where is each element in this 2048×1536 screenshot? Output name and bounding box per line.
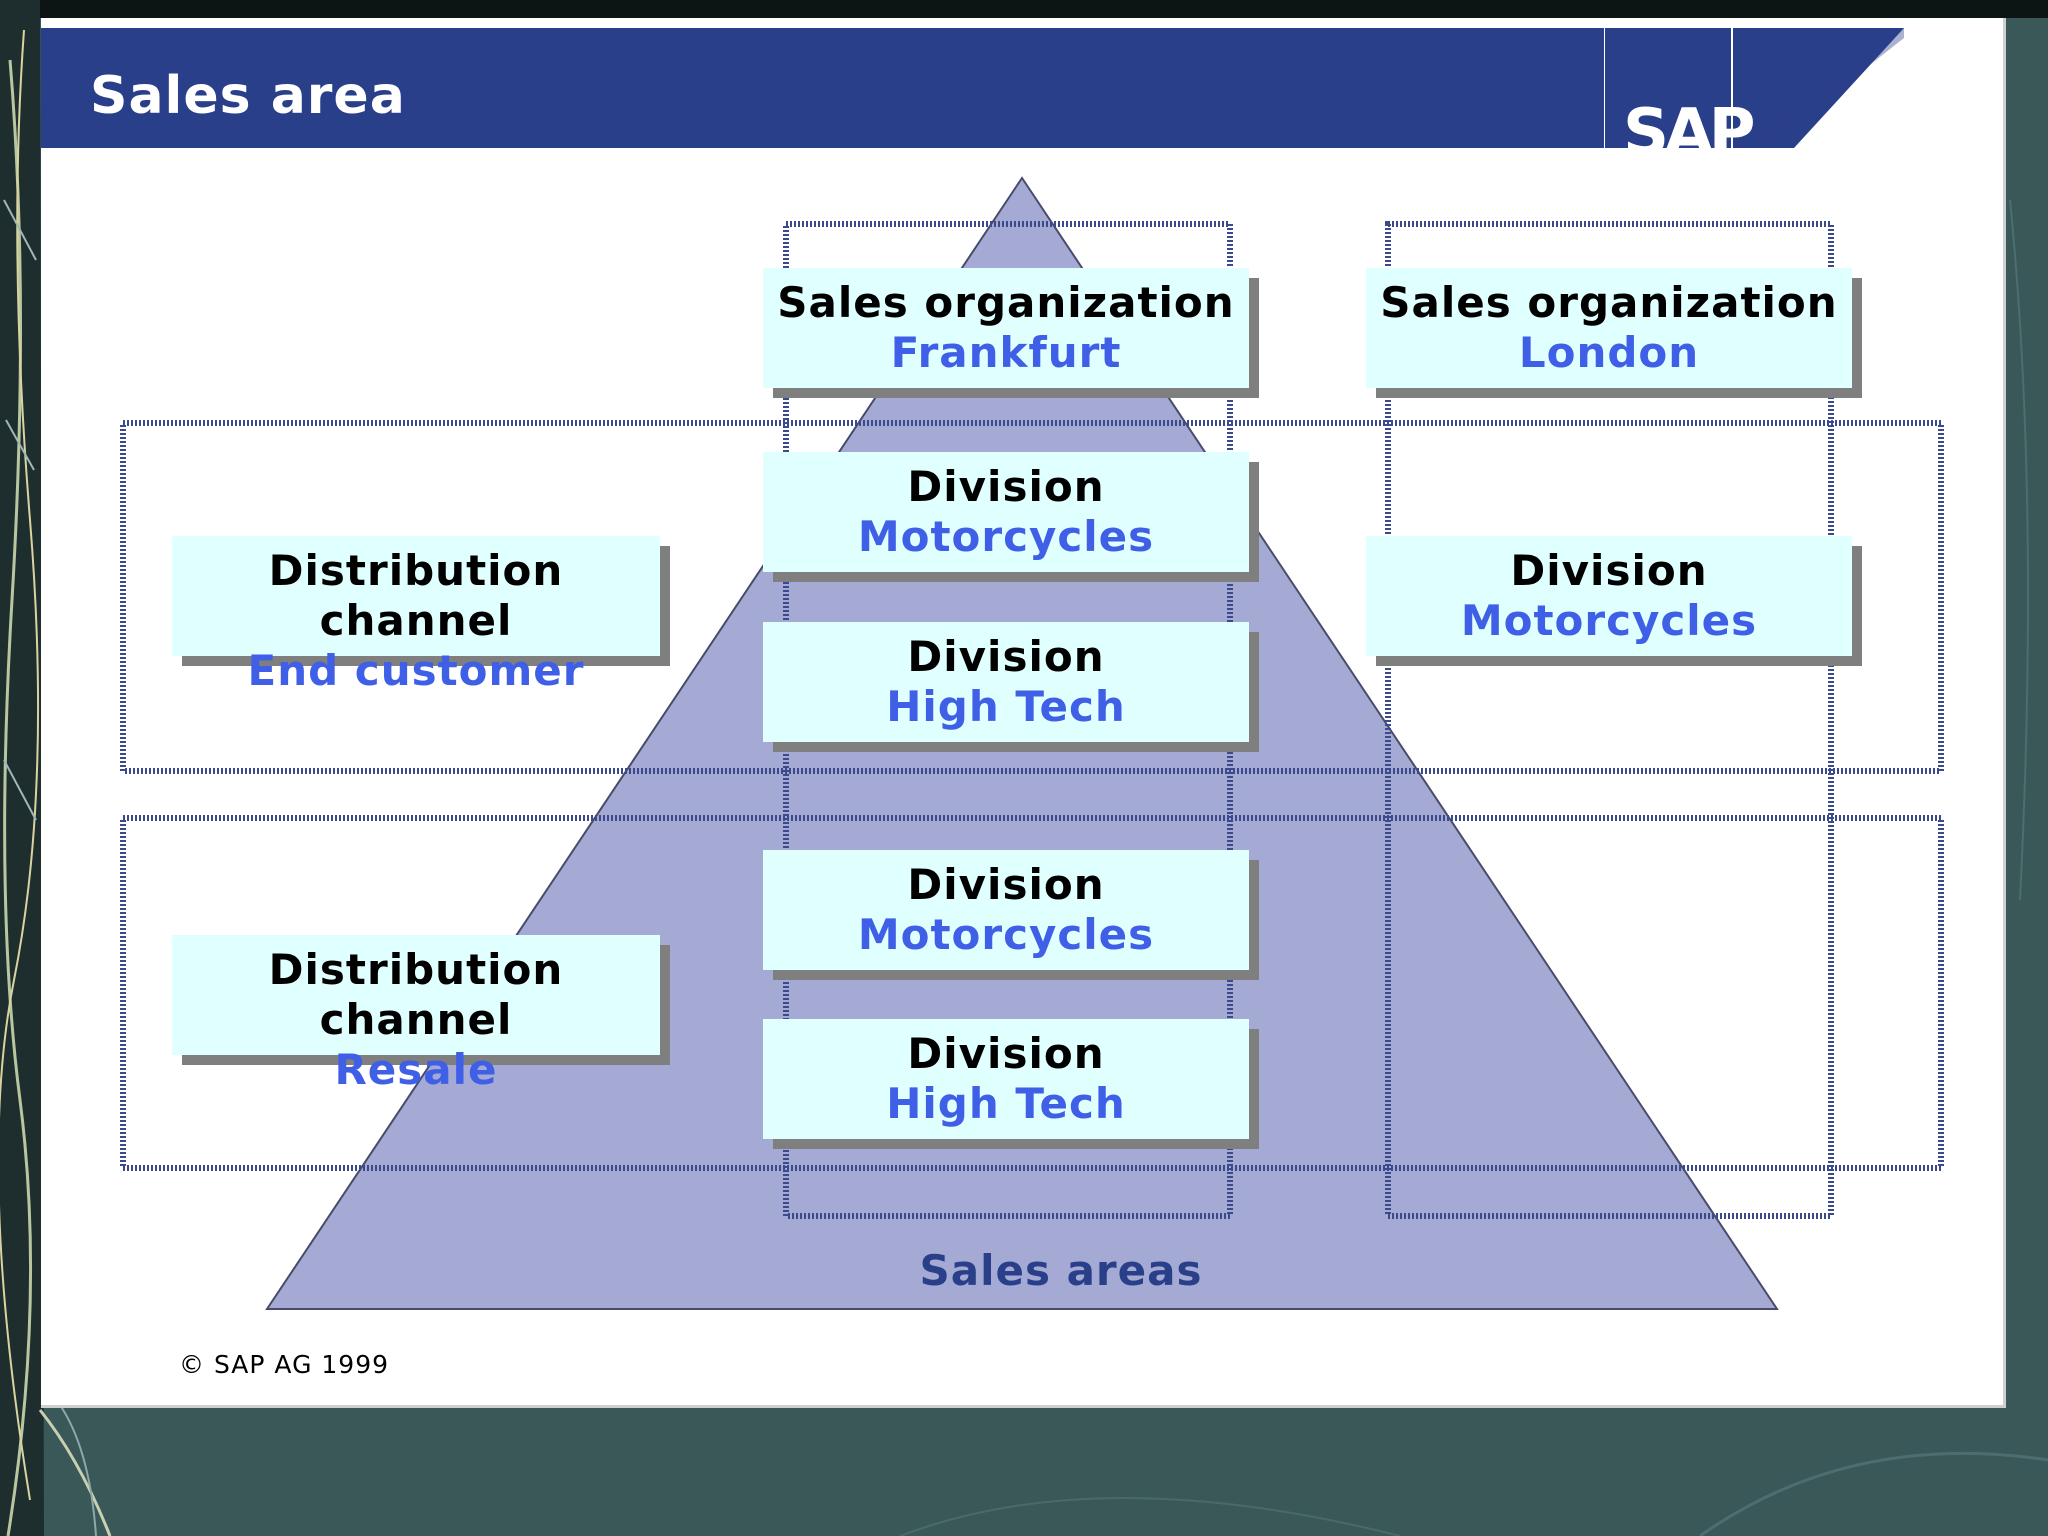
channel-name: Resale: [334, 1045, 498, 1094]
copyright-icon: ©: [179, 1350, 205, 1379]
pyramid-label: Sales areas: [919, 1246, 1203, 1295]
division-name: High Tech: [886, 682, 1126, 731]
division-box: Division Motorcycles: [763, 452, 1249, 572]
division-name: High Tech: [886, 1079, 1126, 1128]
division-label: Division: [907, 632, 1105, 681]
sales-org-label: Sales organization: [1380, 278, 1838, 327]
division-label: Division: [907, 462, 1105, 511]
channel-label: Distribution channel: [268, 546, 564, 645]
sales-org-label: Sales organization: [777, 278, 1235, 327]
sap-logo-shape: [1603, 28, 1904, 148]
channel-box-end-customer: Distribution channel End customer: [172, 536, 660, 695]
division-name: Motorcycles: [857, 512, 1155, 561]
division-label: Division: [1510, 546, 1708, 595]
slide-title: Sales area: [90, 66, 406, 126]
copyright: © SAP AG 1999: [179, 1350, 389, 1379]
sales-org-box-frankfurt: Sales organization Frankfurt: [763, 268, 1249, 388]
division-box: Division Motorcycles: [1366, 536, 1852, 656]
channel-name: End customer: [247, 646, 585, 695]
channel-group-resale: [120, 815, 1944, 1171]
sales-org-name: Frankfurt: [890, 328, 1122, 377]
sales-org-group-london: [1385, 221, 1834, 1219]
channel-label: Distribution channel: [268, 945, 564, 1044]
sales-org-name: London: [1518, 328, 1700, 377]
channel-box-resale: Distribution channel Resale: [172, 935, 660, 1094]
division-name: Motorcycles: [1460, 596, 1758, 645]
division-box: Division Motorcycles: [763, 850, 1249, 970]
sales-org-box-london: Sales organization London: [1366, 268, 1852, 388]
channel-group-end-customer: [120, 420, 1944, 774]
division-label: Division: [907, 860, 1105, 909]
sap-logo-text: SAP: [1623, 96, 1756, 170]
division-box: Division High Tech: [763, 622, 1249, 742]
division-label: Division: [907, 1029, 1105, 1078]
division-name: Motorcycles: [857, 910, 1155, 959]
sap-logo: SAP: [1603, 28, 1904, 170]
copyright-text: SAP AG 1999: [213, 1350, 390, 1379]
title-bar: Sales area: [41, 28, 1611, 148]
division-box: Division High Tech: [763, 1019, 1249, 1139]
slide: Sales area SAP Sales organization Frankf…: [41, 18, 2006, 1408]
